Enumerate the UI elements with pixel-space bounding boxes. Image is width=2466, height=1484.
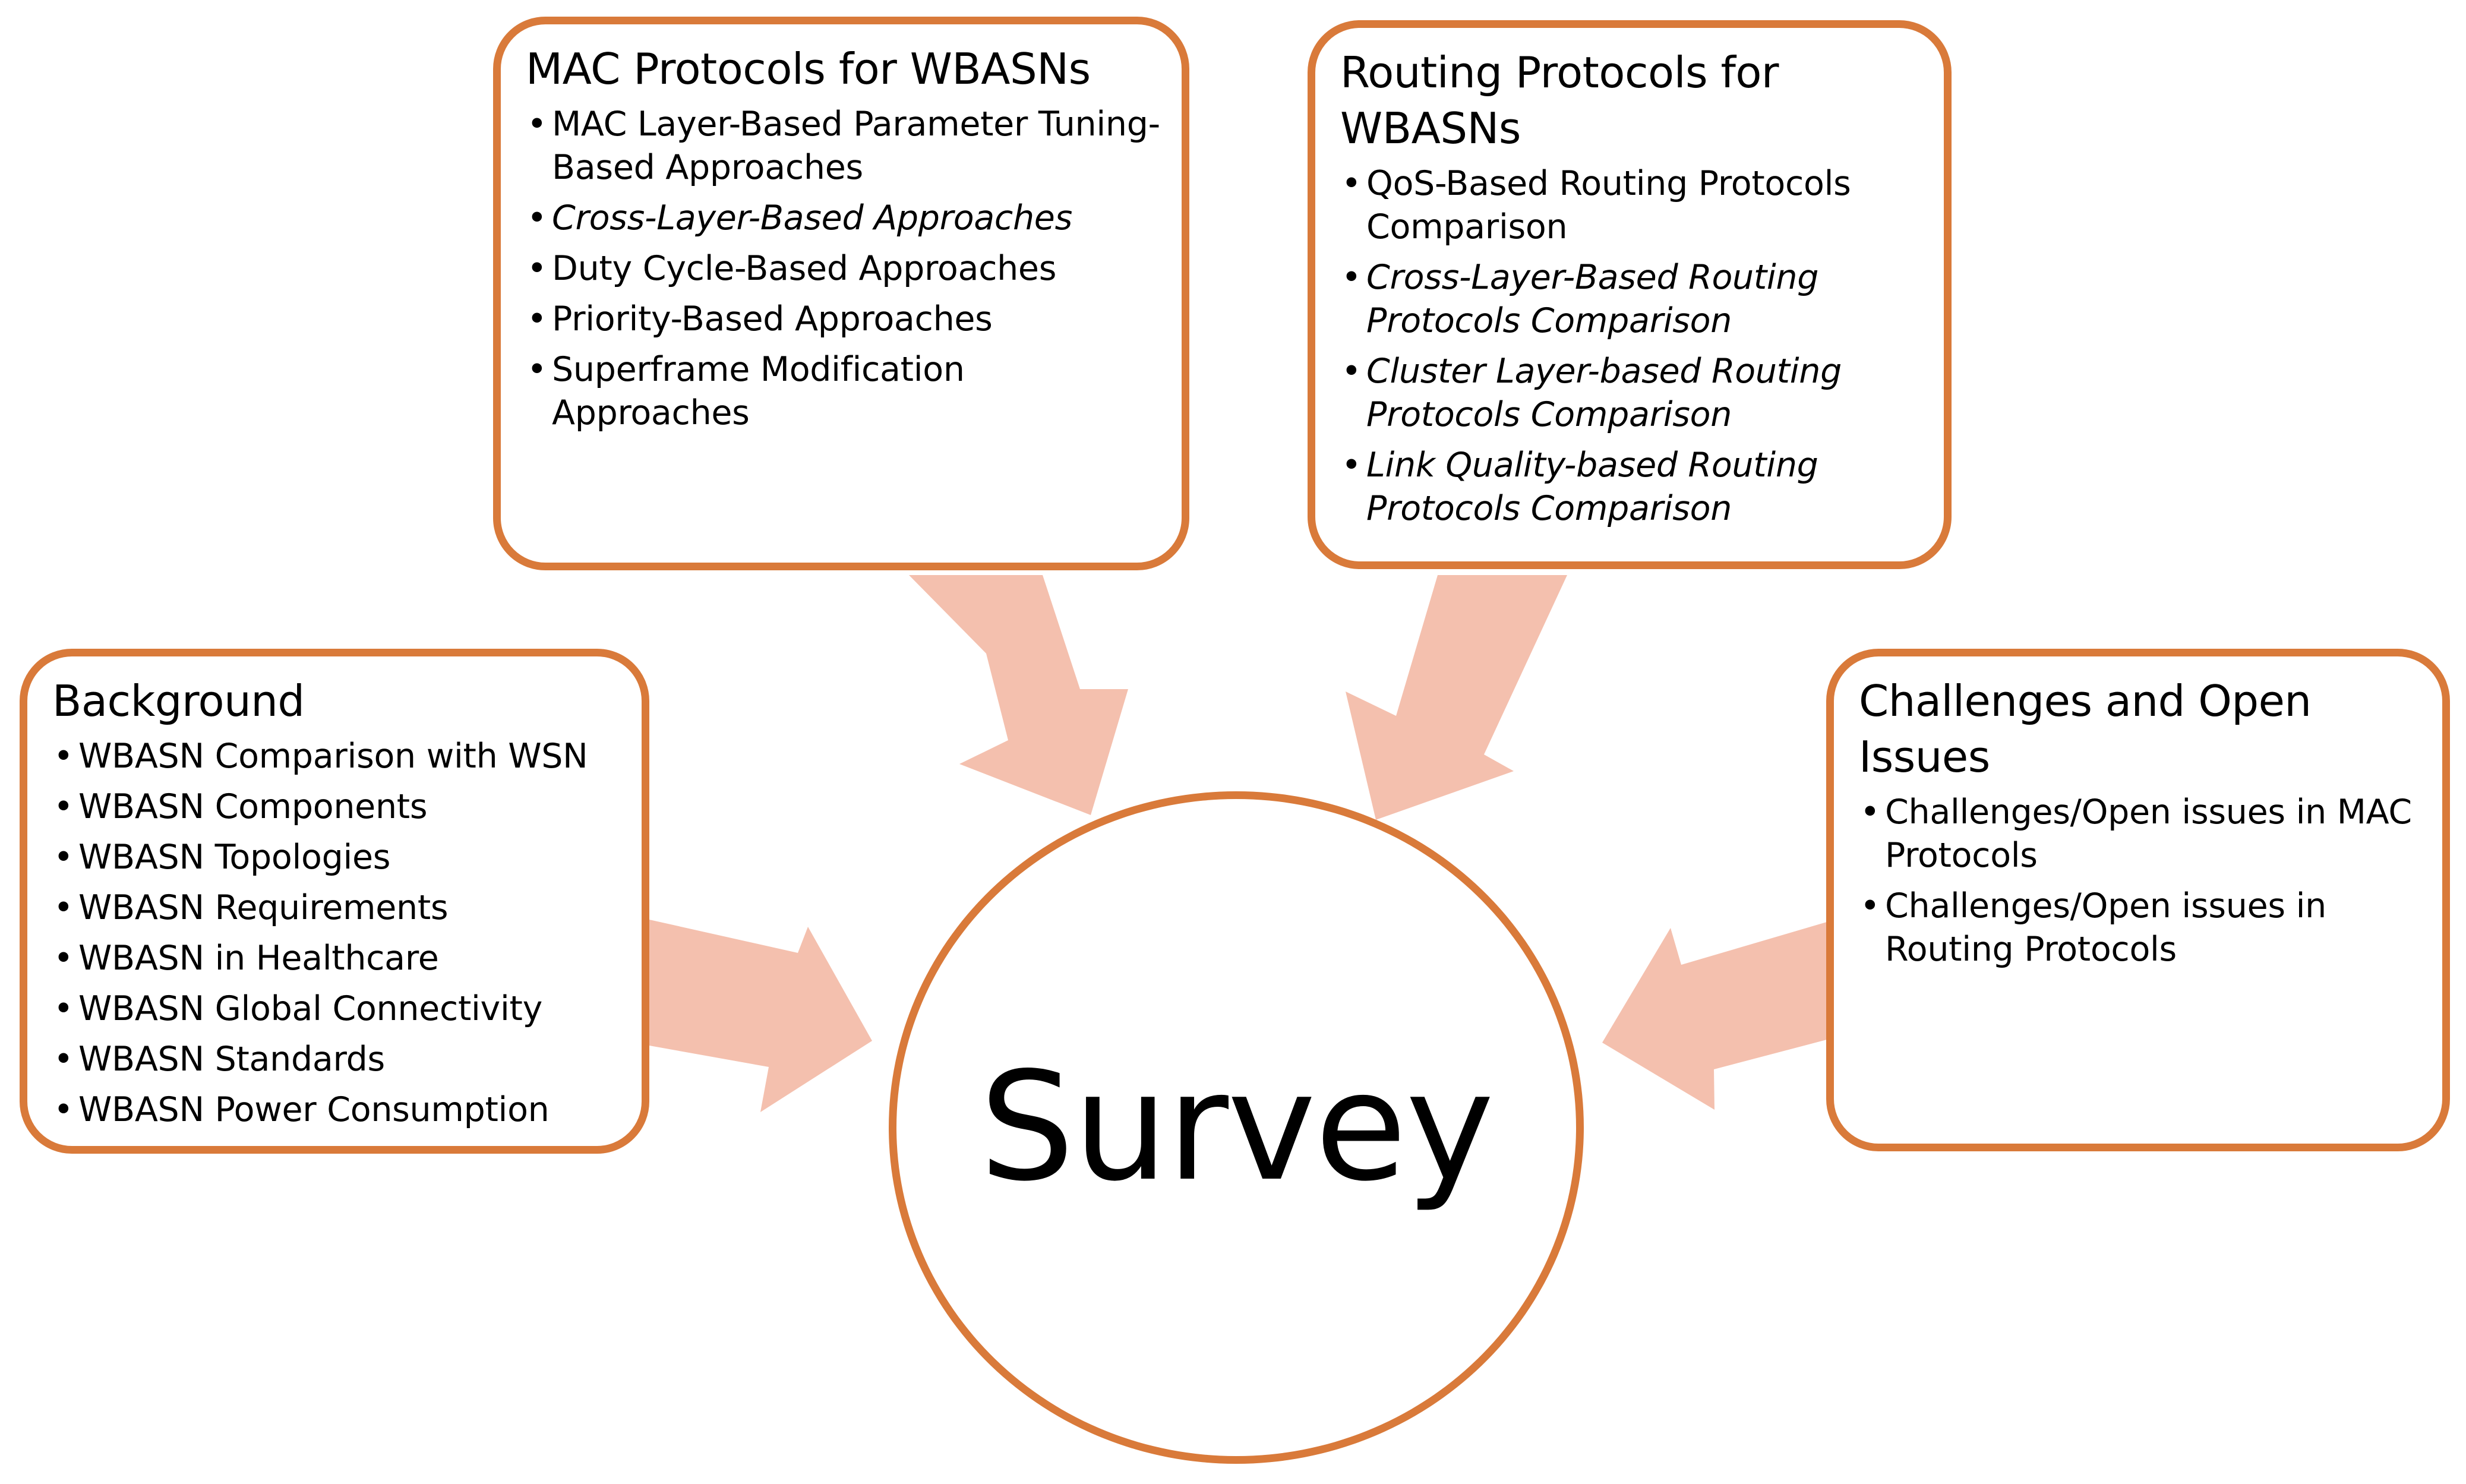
- arrow-background-to-survey: [649, 920, 872, 1112]
- mac-item-superframe: Superframe Modification Approaches: [526, 348, 1164, 435]
- routing-item-cluster: Cluster Layer-based Routing Protocols Co…: [1340, 350, 1926, 437]
- mac-protocols-box: MAC Protocols for WBASNs MAC Layer-Based…: [493, 17, 1189, 570]
- mac-item-parameter-tuning: MAC Layer-Based Parameter Tuning-Based A…: [526, 103, 1164, 190]
- background-item-standards: WBASN Standards: [52, 1038, 624, 1081]
- survey-circle: Survey: [889, 791, 1584, 1464]
- background-item-topologies: WBASN Topologies: [52, 836, 624, 879]
- background-item-comparison: WBASN Comparison with WSN: [52, 735, 624, 778]
- routing-item-link-quality: Link Quality-based Routing Protocols Com…: [1340, 444, 1926, 531]
- background-item-healthcare: WBASN in Healthcare: [52, 937, 624, 980]
- routing-protocols-list: QoS-Based Routing Protocols Comparison C…: [1340, 162, 1926, 531]
- arrow-mac-to-survey: [909, 575, 1128, 815]
- mac-protocols-list: MAC Layer-Based Parameter Tuning-Based A…: [526, 103, 1164, 435]
- mac-item-priority: Priority-Based Approaches: [526, 298, 1164, 341]
- routing-protocols-box: Routing Protocols for WBASNs QoS-Based R…: [1308, 20, 1952, 569]
- routing-item-qos: QoS-Based Routing Protocols Comparison: [1340, 162, 1926, 249]
- mac-item-duty-cycle: Duty Cycle-Based Approaches: [526, 247, 1164, 291]
- background-item-requirements: WBASN Requirements: [52, 886, 624, 930]
- background-box: Background WBASN Comparison with WSN WBA…: [20, 649, 649, 1154]
- arrow-challenges-to-survey: [1602, 922, 1827, 1110]
- challenges-item-routing: Challenges/Open issues in Routing Protoc…: [1859, 885, 2424, 971]
- mac-protocols-title: MAC Protocols for WBASNs: [526, 44, 1091, 94]
- background-item-components: WBASN Components: [52, 785, 624, 829]
- background-item-power: WBASN Power Consumption: [52, 1088, 624, 1132]
- routing-item-cross-layer: Cross-Layer-Based Routing Protocols Comp…: [1340, 256, 1926, 343]
- routing-protocols-title: Routing Protocols for WBASNs: [1340, 48, 1779, 153]
- background-title: Background: [52, 676, 305, 726]
- challenges-box: Challenges and Open Issues Challenges/Op…: [1826, 649, 2450, 1151]
- background-list: WBASN Comparison with WSN WBASN Componen…: [52, 735, 624, 1132]
- background-item-connectivity: WBASN Global Connectivity: [52, 987, 624, 1031]
- survey-label: Survey: [979, 1040, 1495, 1214]
- arrow-routing-to-survey: [1346, 575, 1567, 820]
- challenges-item-mac: Challenges/Open issues in MAC Protocols: [1859, 791, 2424, 877]
- challenges-list: Challenges/Open issues in MAC Protocols …: [1859, 791, 2424, 971]
- mac-item-cross-layer: Cross-Layer-Based Approaches: [526, 197, 1164, 240]
- challenges-title: Challenges and Open Issues: [1859, 676, 2312, 782]
